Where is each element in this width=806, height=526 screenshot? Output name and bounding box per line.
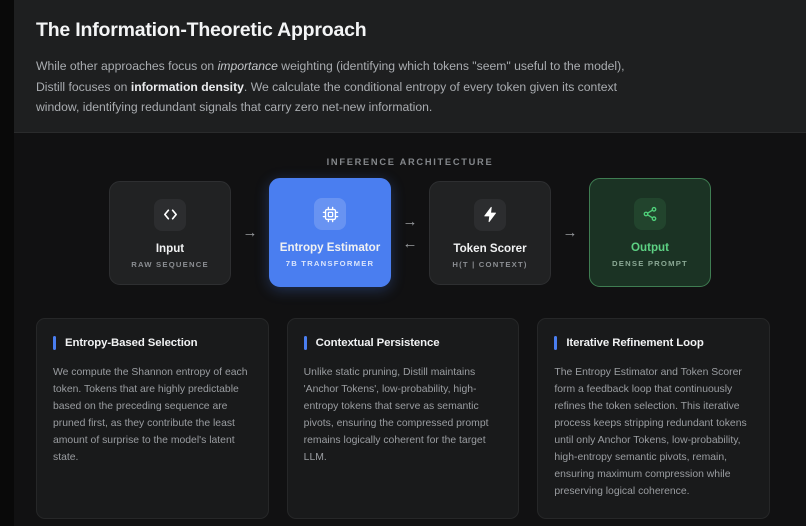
arrow-right-icon: → <box>242 224 258 241</box>
section-kicker: INFERENCE ARCHITECTURE <box>326 157 494 167</box>
bolt-icon <box>474 198 506 231</box>
arrow-right-icon: → <box>562 224 578 241</box>
header-panel: The Information-Theoretic Approach While… <box>14 0 806 133</box>
intro-segment-3: information density <box>130 79 244 94</box>
intro-segment-0: While other approaches focus on <box>36 59 218 73</box>
code-icon <box>154 198 186 231</box>
page-title: The Information-Theoretic Approach <box>36 19 367 41</box>
flow-node-title: Entropy Estimator <box>279 241 381 254</box>
intro-paragraph: While other approaches focus on importan… <box>36 56 636 118</box>
flow-node-entropy-estimator[interactable]: Entropy Estimator 7B TRANSFORMER <box>269 178 391 287</box>
arrow-left-icon: ← <box>402 235 418 252</box>
flow-node-subtitle: DENSE PROMPT <box>612 259 688 268</box>
flow-node-subtitle: 7B TRANSFORMER <box>285 259 375 268</box>
flow-node-title: Input <box>155 241 185 255</box>
info-card-header: Entropy-Based Selection <box>53 336 250 350</box>
arrow-right-icon: → <box>402 213 418 230</box>
flow-node-title: Output <box>631 241 669 254</box>
info-card-header: Contextual Persistence <box>303 336 501 350</box>
accent-bar <box>554 336 558 350</box>
left-gutter <box>0 0 14 526</box>
share-icon <box>634 198 666 230</box>
info-card-title: Entropy-Based Selection <box>65 337 198 349</box>
info-card-body: We compute the Shannon entropy of each t… <box>53 367 248 463</box>
info-card-body: Unlike static pruning, Distill maintains… <box>303 367 489 463</box>
info-card-header: Iterative Refinement Loop <box>554 336 751 350</box>
accent-bar <box>53 336 56 350</box>
info-card-title: Contextual Persistence <box>315 337 440 349</box>
info-card-title: Iterative Refinement Loop <box>566 337 704 349</box>
feature-cards-row: Entropy-Based Selection We compute the Sh… <box>36 318 771 519</box>
chip-icon <box>314 198 346 230</box>
accent-bar <box>303 336 307 350</box>
intro-segment-1: importance <box>217 59 278 73</box>
flow-node-title: Token Scorer <box>453 241 527 255</box>
intro-segment-2: weighting (identifying which tokens "see… <box>36 59 625 94</box>
flow-connector-3: → <box>551 225 589 240</box>
intro-segment-4: . We calculate the conditional entropy o… <box>36 79 617 115</box>
flow-node-subtitle: H(T | CONTEXT) <box>452 259 528 269</box>
info-card-body: The Entropy Estimator and Token Scorer f… <box>554 367 747 497</box>
info-card: Entropy-Based Selection We compute the Sh… <box>36 318 269 519</box>
flow-connector-2: →← <box>391 214 429 251</box>
flow-connector-1: → <box>231 225 269 240</box>
flow-node-subtitle: RAW SEQUENCE <box>131 259 209 269</box>
